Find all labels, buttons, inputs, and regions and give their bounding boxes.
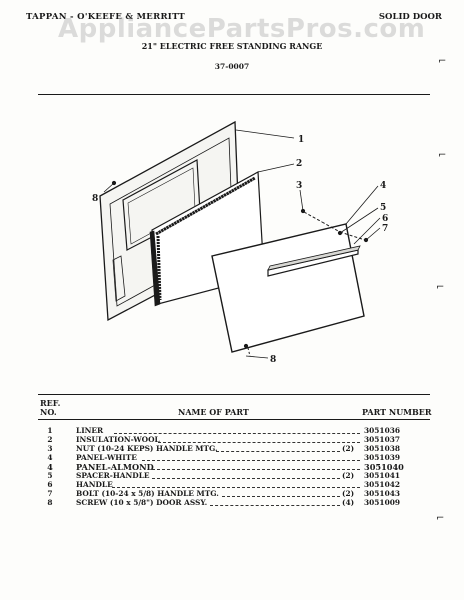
part-name: PANEL-WHITE [76, 453, 137, 462]
ref-no: 4 [47, 453, 53, 462]
callout-2: 2 [296, 159, 302, 169]
margin-mark: ⌐ [438, 150, 447, 161]
leader-dots [152, 477, 340, 479]
callout-5: 5 [380, 203, 386, 213]
table-row: 2 INSULATION-WOOL 3051037 [40, 435, 430, 444]
product-subtitle: 21" ELECTRIC FREE STANDING RANGE [141, 41, 323, 51]
callout-8a: 8 [92, 194, 98, 204]
part-number: 3051040 [364, 462, 404, 472]
table-row: 5 SPACER-HANDLE (2) 3051041 [40, 471, 430, 480]
ref-no: 8 [47, 498, 53, 507]
callout-7: 7 [382, 224, 388, 234]
part-number: 3051041 [364, 471, 400, 480]
part-number: 3051039 [364, 453, 400, 462]
ref-no: 4 [47, 462, 53, 472]
name-header: NAME OF PART [178, 407, 249, 417]
leader-dots [216, 450, 340, 452]
table-row: 4 PANEL-WHITE 3051039 [40, 453, 430, 462]
ref-no: 2 [47, 435, 53, 444]
table-row: 1 LINER 3051036 [40, 426, 430, 435]
part-name: PANEL-ALMOND [76, 462, 154, 472]
part-number: 3051036 [364, 426, 400, 435]
part-name: NUT (10-24 KEPS) HANDLE MTG. [76, 444, 218, 453]
ref-header-no: NO. [40, 407, 57, 417]
part-number-header: PART NUMBER [362, 407, 432, 417]
leader-dots [142, 459, 360, 461]
part-name: SCREW (10 x 5/8") DOOR ASSY. [76, 498, 208, 507]
margin-mark: ⌐ [436, 282, 445, 293]
part-name: BOLT (10-24 x 5/8) HANDLE MTG. [76, 489, 219, 498]
model-number: 37-0007 [214, 62, 250, 71]
table-row: 8 SCREW (10 x 5/8") DOOR ASSY. (4) 30510… [40, 498, 430, 507]
leader-dots [158, 441, 360, 443]
callout-1: 1 [298, 135, 304, 145]
top-divider [38, 94, 430, 95]
part-number: 3051038 [364, 444, 400, 453]
leader-dots [210, 504, 340, 506]
part-name: LINER [76, 426, 104, 435]
table-row: 6 HANDLE 3051042 [40, 480, 430, 489]
part-number: 3051009 [364, 498, 400, 507]
table-top-divider [38, 394, 430, 395]
brand-header: TAPPAN - O'KEEFE & MERRITT [26, 12, 186, 22]
table-header-divider [38, 419, 430, 420]
callout-6: 6 [382, 214, 388, 224]
callout-4: 4 [380, 181, 386, 191]
part-name: SPACER-HANDLE [76, 471, 150, 480]
part-number: 3051037 [364, 435, 400, 444]
callout-8b: 8 [270, 355, 276, 365]
leader-dots [152, 468, 360, 470]
exploded-door-diagram: 1 2 3 4 5 6 7 8 8 [92, 120, 388, 365]
ref-no: 1 [47, 426, 53, 435]
quantity: (2) [342, 489, 355, 498]
quantity: (4) [342, 498, 355, 507]
part-number: 3051042 [364, 480, 400, 489]
quantity: (2) [342, 471, 355, 480]
table-row: 7 BOLT (10-24 x 5/8) HANDLE MTG. (2) 305… [40, 489, 430, 498]
ref-no: 5 [47, 471, 53, 480]
section-header: SOLID DOOR [378, 12, 442, 22]
watermark: AppliancePartsPros.com [58, 14, 426, 44]
quantity: (2) [342, 444, 355, 453]
ref-no: 6 [47, 480, 53, 489]
part-name: INSULATION-WOOL [76, 435, 160, 444]
margin-mark: ⌐ [438, 56, 447, 67]
ref-header: REF. [40, 398, 61, 408]
ref-no: 3 [47, 444, 53, 453]
part-number: 3051043 [364, 489, 400, 498]
ref-no: 7 [47, 489, 53, 498]
leader-dots [112, 486, 360, 488]
margin-mark: ⌐ [436, 513, 445, 524]
callout-3: 3 [296, 181, 302, 191]
leader-dots [114, 432, 360, 434]
table-row: 3 NUT (10-24 KEPS) HANDLE MTG. (2) 30510… [40, 444, 430, 453]
leader-dots [222, 495, 340, 497]
table-row: 4 PANEL-ALMOND 3051040 [40, 462, 430, 472]
part-name: HANDLE [76, 480, 113, 489]
